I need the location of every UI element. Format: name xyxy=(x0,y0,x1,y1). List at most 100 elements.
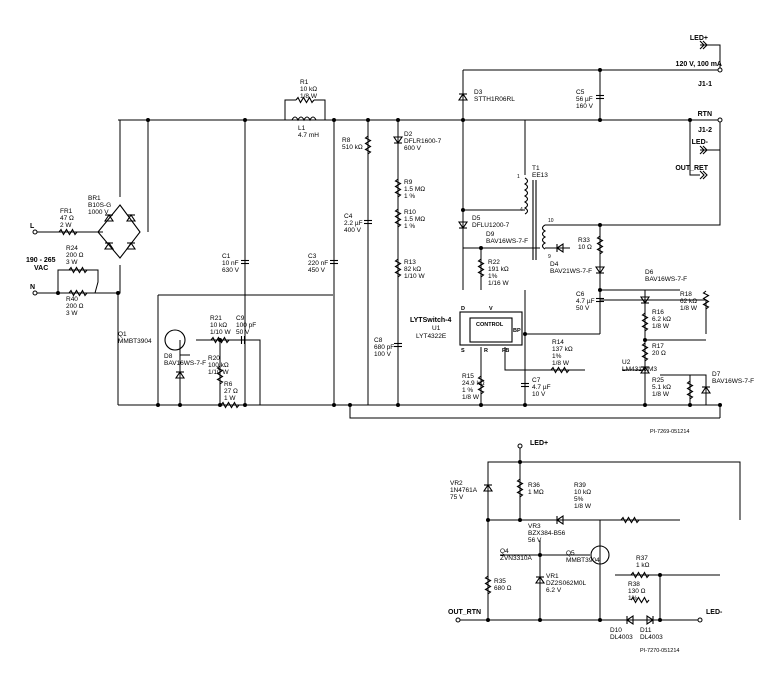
part-VR3-line-0: VR3 xyxy=(528,523,541,530)
part-R40-line-0: R40 xyxy=(66,296,78,303)
part-U2-line-1: LM431AIM3 xyxy=(622,366,657,373)
part-C7-line-1: 4.7 µF xyxy=(532,384,551,391)
part-D5-line-1: DFLU1200-7 xyxy=(472,222,510,229)
bottom-led-minus-label: LED- xyxy=(706,609,723,616)
part-R1-line-2: 1/8 W xyxy=(300,93,318,100)
part-T1-line-1: EE13 xyxy=(532,172,548,179)
part-D2-line-2: 600 V xyxy=(404,145,422,152)
part-D7-line-1: BAV16WS-7-F xyxy=(712,378,754,385)
part-R20-line-0: R20 xyxy=(208,355,220,362)
part-R10-line-1: 1.5 MΩ xyxy=(404,216,425,223)
part-R39-line-1: 10 kΩ xyxy=(574,489,591,496)
part-D4-line-1: BAV21WS-7-F xyxy=(550,268,592,275)
part-D3-line-1: STTH1R06RL xyxy=(474,96,515,103)
part-C5-line-2: 160 V xyxy=(576,103,594,110)
part-R16-line-2: 1/8 W xyxy=(652,323,670,330)
part-R1-line-0: R1 xyxy=(300,79,309,86)
part-R33-line-0: R33 xyxy=(578,237,590,244)
part-R10-line-2: 1 % xyxy=(404,223,415,230)
part-R24-line-1: 200 Ω xyxy=(66,252,84,259)
part-C3-line-0: C3 xyxy=(308,253,317,260)
top-drawing-id: PI-7269-051214 xyxy=(650,429,689,435)
part-C1-line-1: 10 nF xyxy=(222,260,239,267)
part-R14-line-1: 137 kΩ xyxy=(552,346,573,353)
part-VR1-line-1: DZ2S062M0L xyxy=(546,580,586,587)
j1-2-label: J1-2 xyxy=(698,127,712,134)
bottom-labels: LED+ OUT_RTN LED- PI-7270-051214 xyxy=(448,440,723,654)
j1-1-label: J1-1 xyxy=(698,81,712,88)
part-R38-line-2: 1% xyxy=(628,595,638,602)
part-R39-line-2: 5% xyxy=(574,496,584,503)
part-R14-line-3: 1/8 W xyxy=(552,360,570,367)
part-C4-line-1: 2.2 µF xyxy=(344,220,363,227)
part-C8-line-1: 680 pF xyxy=(374,344,394,351)
part-FR1-line-0: FR1 xyxy=(60,208,73,215)
part-R25-line-0: R25 xyxy=(652,377,664,384)
t1-pin-1: 1 xyxy=(517,174,520,180)
part-R6-line-0: R6 xyxy=(224,381,233,388)
part-BR1-line-2: 1000 V xyxy=(88,209,109,216)
part-R24-line-2: 3 W xyxy=(66,259,78,266)
led-minus-label: LED- xyxy=(692,139,709,146)
led-plus-label: LED+ xyxy=(690,35,708,42)
part-L1-line-0: L1 xyxy=(298,125,306,132)
part-D3-line-0: D3 xyxy=(474,89,483,96)
part-R21-line-1: 10 kΩ xyxy=(210,322,227,329)
pin-r: R xyxy=(484,348,488,354)
out-ret-label: OUT_RET xyxy=(675,165,708,172)
top-junctions xyxy=(56,68,722,407)
part-D9-line-0: D9 xyxy=(486,231,495,238)
part-R38-line-0: R38 xyxy=(628,581,640,588)
part-D10-line-1: DL4003 xyxy=(610,634,633,641)
part-C3-line-2: 450 V xyxy=(308,267,326,274)
bottom-led-plus-label: LED+ xyxy=(530,440,548,447)
part-D2-line-0: D2 xyxy=(404,131,413,138)
part-VR1-line-2: 6.2 V xyxy=(546,587,562,594)
vac-line2: VAC xyxy=(34,265,48,272)
pin-d: D xyxy=(461,306,465,312)
part-R18-line-2: 1/8 W xyxy=(680,305,698,312)
part-Q5-line-1: MMBT3904 xyxy=(566,557,600,564)
part-R22-line-1: 191 kΩ xyxy=(488,266,509,273)
part-R6-line-2: 1 W xyxy=(224,395,236,402)
part-R13-line-1: 82 kΩ xyxy=(404,266,421,273)
pin-bp: BP xyxy=(513,328,521,334)
t1-pin-10: 10 xyxy=(548,218,554,224)
part-R14-line-0: R14 xyxy=(552,339,564,346)
top-symbols xyxy=(58,93,711,409)
part-R16-line-1: 6.2 kΩ xyxy=(652,316,671,323)
part-D11-line-1: DL4003 xyxy=(640,634,663,641)
part-R8-line-1: 510 kΩ xyxy=(342,144,363,151)
part-C7-line-0: C7 xyxy=(532,377,541,384)
part-R13-line-2: 1/10 W xyxy=(404,273,425,280)
ic-part: LYT4322E xyxy=(416,333,447,340)
part-C8-line-2: 100 V xyxy=(374,351,392,358)
part-C6-line-1: 4.7 µF xyxy=(576,298,595,305)
part-D6-line-1: BAV16WS-7-F xyxy=(645,276,687,283)
input-l-label: L xyxy=(30,223,35,230)
part-VR3-line-2: 56 V xyxy=(528,537,542,544)
t1-pin-4: 4 xyxy=(520,207,523,213)
part-C7-line-2: 10 V xyxy=(532,391,546,398)
part-R13-line-0: R13 xyxy=(404,259,416,266)
